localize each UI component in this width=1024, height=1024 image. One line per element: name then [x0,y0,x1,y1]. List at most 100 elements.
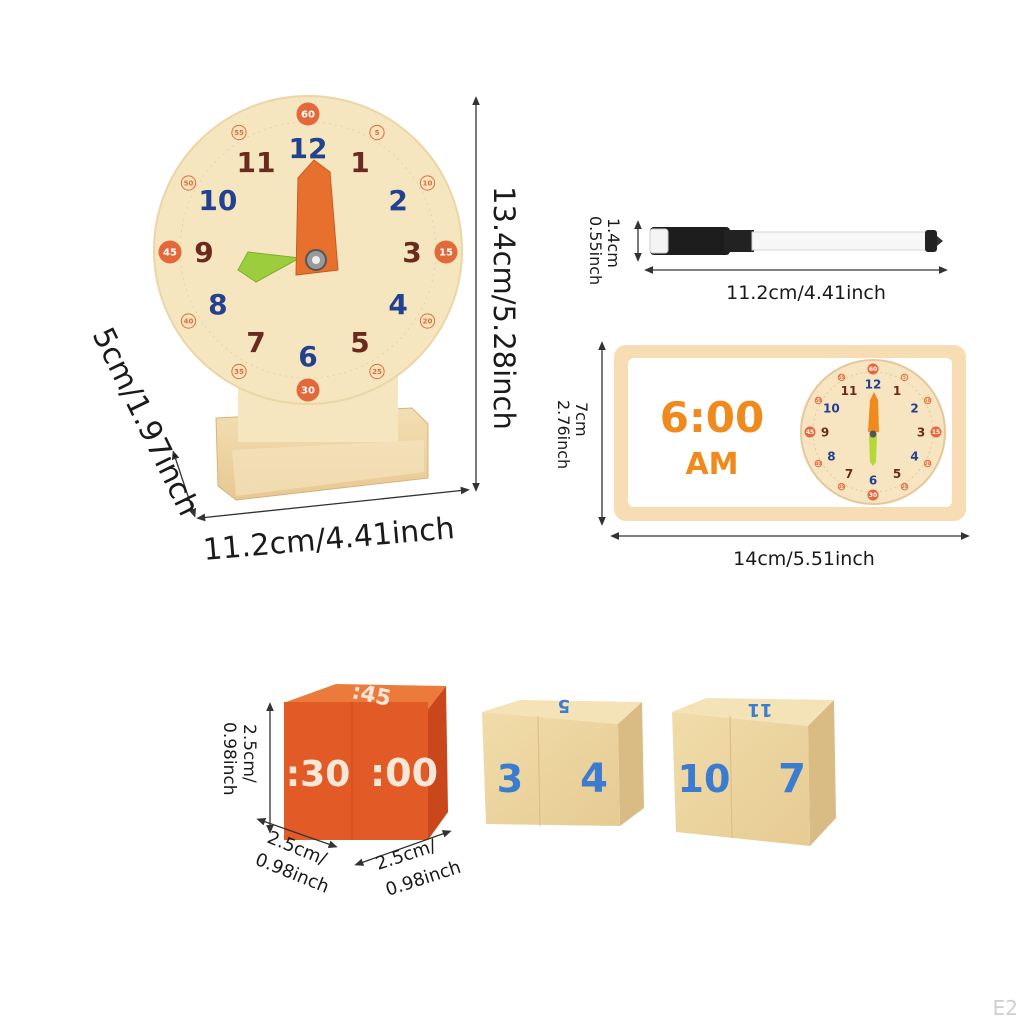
card-hour-5: 5 [893,467,901,481]
card-hour-11: 11 [841,384,858,398]
die-hours-a-top: 5 [558,695,571,716]
clock-minute-10: 10 [419,175,436,191]
hour-hand [295,159,339,276]
clock-minute-55: 55 [231,124,247,141]
clock-minute-60: 60 [296,102,320,126]
card-minute-30: 30 [867,489,879,501]
card-minute-hand [869,436,877,466]
svg-text:50: 50 [184,180,194,188]
marker-pen [649,227,943,255]
clock-height-label: 13.4cm/5.28inch [487,186,521,430]
clock-width-label: 11.2cm/4.41inch [202,511,456,568]
card-hour-3: 3 [917,425,925,439]
svg-text:25: 25 [902,484,908,489]
die-width-line [354,830,452,866]
clock-minute-35: 35 [231,363,247,380]
svg-text:35: 35 [234,368,244,376]
card-height-cm: 7cm [572,402,591,437]
svg-text:55: 55 [234,129,244,137]
die-hours-a-front: 3 [497,757,523,801]
marker-diameter-in: 0.55inch [586,216,605,285]
card-hour-9: 9 [821,425,829,439]
die-height-in: 0.98inch [219,722,239,795]
die-height-cm: 2.5cm/ [239,724,259,783]
svg-text:30: 30 [301,386,315,397]
clock-hour-4: 4 [388,288,407,321]
die-hours-a-right: 4 [580,756,608,802]
card-hour-2: 2 [910,401,918,415]
card-minute-5: 5 [900,373,909,382]
svg-text:60: 60 [869,366,877,373]
svg-text:60: 60 [301,110,315,121]
svg-text:30: 30 [869,492,877,499]
card-time: 6:00 [660,393,764,442]
clock-minute-5: 5 [369,124,385,141]
clock-minute-20: 20 [419,313,436,329]
minute-hand [237,251,302,283]
card-hour-7: 7 [845,467,853,481]
die-minutes-right: :00 [370,751,438,795]
clock-minute-40: 40 [180,313,197,329]
svg-text:35: 35 [839,484,845,489]
clock-width-line [196,486,470,522]
svg-text:5: 5 [375,129,380,137]
card-minute-35: 35 [837,482,846,491]
card-minute-20: 20 [923,459,932,468]
die-minutes: :45 :30 :00 [284,679,448,840]
card-hour-12: 12 [865,377,882,391]
marker-diameter-cm: 1.4cm [604,218,623,268]
svg-text:25: 25 [372,368,382,376]
clock-hour-10: 10 [198,184,237,217]
watermark: E2 [992,996,1018,1020]
die-hours-b-right: 7 [778,756,806,802]
die-hours-b-front: 10 [678,757,731,801]
svg-text:10: 10 [925,398,931,403]
card-hour-hand [868,392,879,432]
card-hour-4: 4 [910,449,918,463]
clock-hour-7: 7 [246,326,265,359]
card-minute-25: 25 [900,482,909,491]
die-depth-line [256,818,338,848]
clock-hour-11: 11 [237,146,276,179]
card-hour-1: 1 [893,384,901,398]
clock-hour-5: 5 [350,326,369,359]
svg-text:15: 15 [439,248,453,259]
die-hours-b-top: 11 [747,699,772,720]
clock-depth-line [171,450,197,518]
card-hour-8: 8 [827,449,835,463]
clock-hour-6: 6 [298,340,317,373]
die-hours-b: 11 10 7 [672,698,836,846]
card-hour-10: 10 [823,401,840,415]
svg-text:55: 55 [839,375,845,380]
clock-minute-45: 45 [158,240,182,264]
clock-hour-9: 9 [194,236,213,269]
card-minute-45: 45 [804,426,816,438]
card-width-label: 14cm/5.51inch [733,548,875,570]
svg-text:10: 10 [423,180,433,188]
card-period: AM [685,447,738,482]
card-minute-10: 10 [923,396,932,405]
svg-text:45: 45 [163,248,177,259]
svg-text:40: 40 [184,318,194,326]
svg-text:20: 20 [423,318,433,326]
clock-minute-25: 25 [369,363,385,380]
clock-hour-1: 1 [350,146,369,179]
die-minutes-front: :30 [286,754,351,795]
svg-text:15: 15 [932,429,940,436]
clock-hour-8: 8 [208,288,227,321]
clock-hour-2: 2 [388,184,407,217]
card-minute-15: 15 [930,426,942,438]
card-minute-50: 50 [814,396,823,405]
svg-text:5: 5 [903,375,906,380]
clock-hour-3: 3 [402,236,421,269]
clock-minute-50: 50 [180,175,197,191]
clock-hour-12: 12 [289,132,328,165]
die-hours-a: 5 3 4 [482,695,644,827]
